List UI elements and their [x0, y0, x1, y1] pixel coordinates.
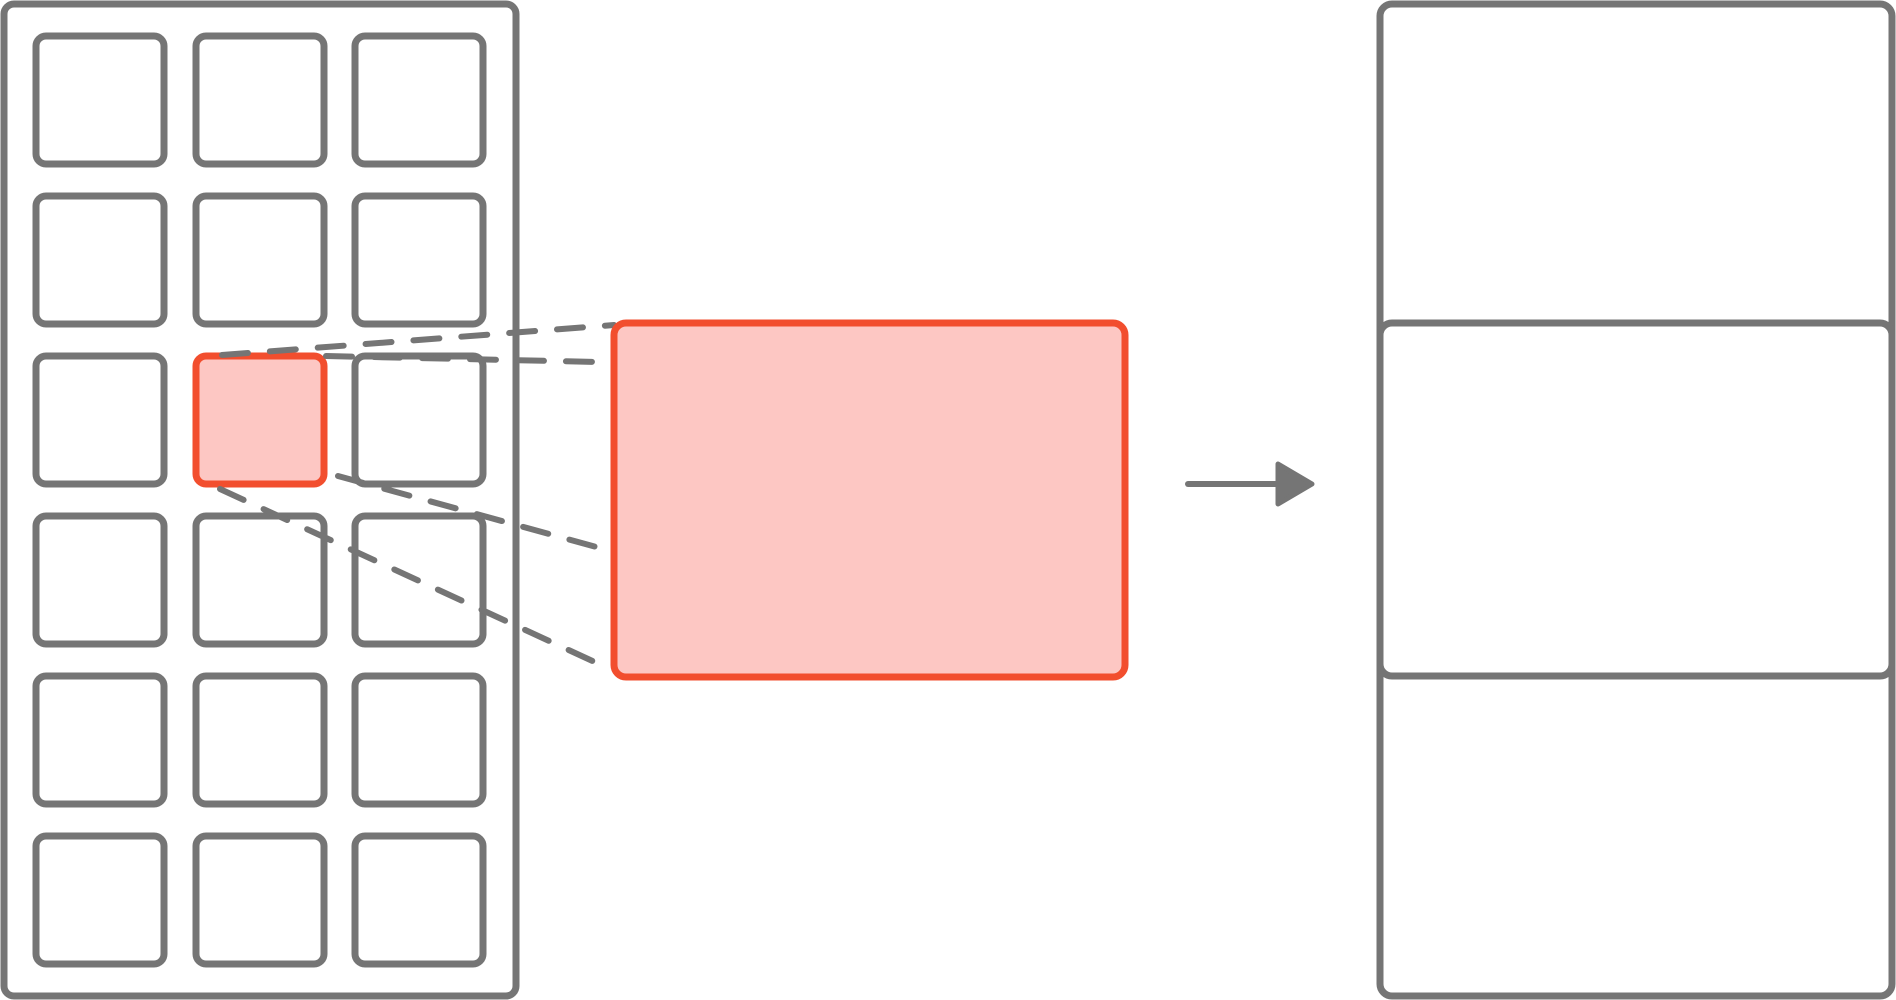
- projection-line-top-outer: [219, 322, 617, 358]
- grid-tile: [32, 672, 168, 808]
- projection-line-top-inner: [323, 353, 603, 365]
- grid-tile: [32, 32, 168, 168]
- enlarged-tile: [610, 319, 1129, 681]
- grid-tile: [351, 32, 487, 168]
- grid-tile: [32, 832, 168, 968]
- grid-tile: [192, 32, 328, 168]
- projection-lines: [217, 322, 617, 673]
- grid-tile: [192, 512, 328, 648]
- grid-tile: [32, 352, 168, 488]
- grid-tile: [351, 672, 487, 808]
- grid-tile: [192, 672, 328, 808]
- projection-line-bottom-outer: [217, 486, 615, 673]
- grid-tiles: [32, 32, 487, 968]
- grid-tile: [351, 832, 487, 968]
- grid-tile: [192, 832, 328, 968]
- grid-tile: [192, 192, 328, 328]
- grid-tile: [32, 192, 168, 328]
- left-panel-group: [0, 0, 520, 1000]
- right-panel-group: [1376, 0, 1896, 1000]
- grid-tile: [351, 192, 487, 328]
- grid-tile: [32, 512, 168, 648]
- right-panel-middle-section: [1376, 319, 1896, 680]
- grid-tile: [351, 352, 487, 488]
- highlighted-grid-tile: [192, 352, 328, 488]
- arrow-right-icon: [1185, 461, 1315, 507]
- projection-line-bottom-inner: [335, 473, 603, 551]
